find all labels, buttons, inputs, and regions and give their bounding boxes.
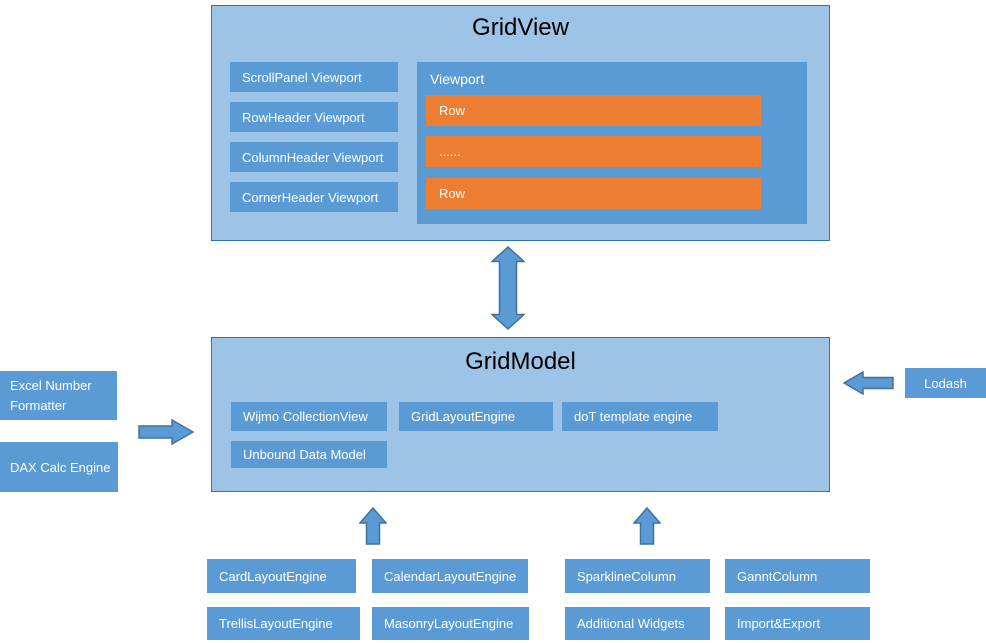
cornerheader-viewport-box: CornerHeader Viewport bbox=[230, 182, 398, 212]
lodash-left-arrow-icon bbox=[843, 371, 894, 395]
wijmo-collectionview-box: Wijmo CollectionView bbox=[231, 402, 387, 431]
excel-number-formatter-box: Excel Number Formatter bbox=[0, 371, 117, 420]
calendarlayoutengine-box: CalendarLayoutEngine bbox=[372, 559, 528, 593]
dot-template-engine-box: doT template engine bbox=[562, 402, 718, 431]
gridlayoutengine-box: GridLayoutEngine bbox=[399, 402, 553, 431]
unbound-data-model-box: Unbound Data Model bbox=[231, 441, 387, 468]
additional-widgets-box: Additional Widgets bbox=[565, 607, 710, 640]
gridmodel-panel: GridModel Wijmo CollectionView GridLayou… bbox=[211, 337, 830, 492]
import-export-box: Import&Export bbox=[725, 607, 870, 640]
plugins-up-arrow-left-icon bbox=[359, 507, 387, 545]
masonrylayoutengine-box: MasonryLayoutEngine bbox=[372, 607, 529, 640]
viewport-row-2: Row bbox=[426, 178, 761, 209]
scrollpanel-viewport-box: ScrollPanel Viewport bbox=[230, 62, 398, 92]
trellislayoutengine-box: TrellisLayoutEngine bbox=[207, 607, 360, 640]
lodash-box: Lodash bbox=[905, 368, 986, 398]
gridmodel-title: GridModel bbox=[465, 348, 576, 375]
cardlayoutengine-box: CardLayoutEngine bbox=[207, 559, 356, 593]
viewport-panel-label: Viewport bbox=[430, 71, 485, 87]
viewport-row-1: Row bbox=[426, 95, 761, 126]
gridview-title: GridView bbox=[472, 14, 569, 41]
viewport-row-ellipsis: ...... bbox=[426, 136, 761, 167]
plugins-up-arrow-right-icon bbox=[633, 507, 661, 545]
sparklinecolumn-box: SparklineColumn bbox=[565, 559, 710, 593]
columnheader-viewport-box: ColumnHeader Viewport bbox=[230, 142, 398, 172]
gridview-panel: GridView ScrollPanel Viewport RowHeader … bbox=[211, 5, 830, 241]
left-inputs-right-arrow-icon bbox=[138, 419, 194, 445]
dax-calc-engine-box: DAX Calc Engine bbox=[0, 442, 118, 492]
rowheader-viewport-box: RowHeader Viewport bbox=[230, 102, 398, 132]
ganntcolumn-box: GanntColumn bbox=[725, 559, 870, 593]
gridview-gridmodel-double-arrow-icon bbox=[491, 246, 525, 330]
viewport-panel: Viewport Row ...... Row bbox=[417, 62, 807, 224]
